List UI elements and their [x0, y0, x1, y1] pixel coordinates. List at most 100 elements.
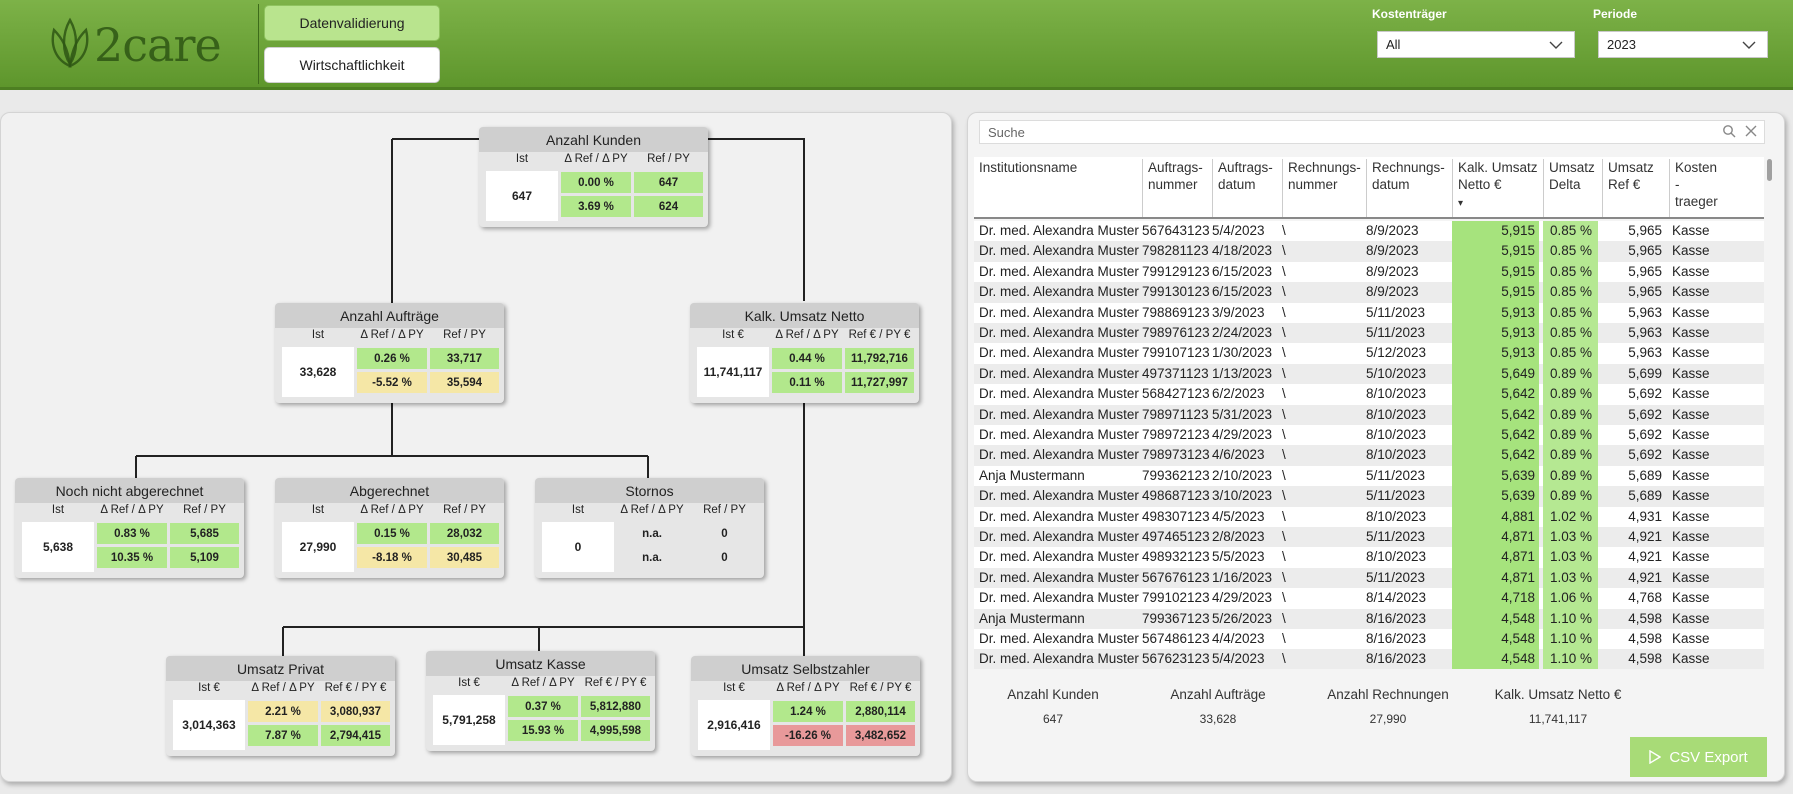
- cell-auftragsdatum: 4/29/2023: [1212, 427, 1273, 442]
- cell-umsatz-delta: 0.89 %: [1543, 486, 1598, 507]
- cell-umsatz-delta: 1.10 %: [1543, 629, 1598, 650]
- cell-kostentraeger: Kasse: [1672, 631, 1710, 646]
- cell-institution: Anja Mustermann: [979, 610, 1085, 626]
- chevron-down-icon: [1549, 41, 1563, 49]
- kpi-header-ist: Ist €: [198, 682, 220, 694]
- col-rechnungsdatum[interactable]: Rechnungs-datum: [1366, 159, 1452, 217]
- cell-auftragsdatum: 6/2/2023: [1212, 386, 1265, 402]
- table-body[interactable]: Dr. med. Alexandra Muster... 567643123 5/4…: [974, 221, 1764, 669]
- cell-auftragsnummer: 799102123: [1142, 590, 1210, 606]
- nav-wirtschaftlichkeit-button[interactable]: Wirtschaftlichkeit: [264, 47, 440, 83]
- cell-auftragsnummer: 799367123: [1142, 610, 1210, 626]
- cell-auftragsnummer: 798976123: [1142, 325, 1210, 340]
- search-input[interactable]: Suche: [979, 120, 1765, 144]
- cell-rechnungsdatum: 8/9/2023: [1366, 263, 1419, 279]
- cell-kalk-umsatz: 5,913: [1452, 323, 1539, 344]
- cell-rechnungsdatum: 8/10/2023: [1366, 427, 1427, 442]
- cell-umsatz-delta: 0.85 %: [1543, 323, 1598, 344]
- cell-rechnungsnummer: \: [1282, 508, 1286, 524]
- clear-icon[interactable]: [1744, 124, 1758, 138]
- cell-rechnungsnummer: \: [1282, 447, 1286, 463]
- kpi-title: Stornos: [535, 478, 764, 503]
- kpi-delta-ref: 1.24 %: [773, 701, 843, 722]
- kpi-ref-value: 33,717: [430, 348, 499, 369]
- kpi-header-ist: Ist €: [722, 329, 744, 341]
- table-scrollbar[interactable]: [1766, 157, 1774, 667]
- csv-export-button[interactable]: CSV Export: [1630, 737, 1767, 777]
- periode-select[interactable]: 2023: [1598, 31, 1768, 58]
- app-header: 2care Datenvalidierung Wirtschaftlichkei…: [0, 0, 1793, 90]
- col-kostentraeger[interactable]: Kosten-traeger: [1669, 159, 1724, 217]
- kpi-py-value: 30,485: [430, 547, 499, 568]
- cell-auftragsdatum: 1/16/2023: [1212, 569, 1273, 585]
- orders-table-panel: Suche Institutionsname Auftrags-nummer A…: [967, 112, 1785, 782]
- logo: 2care: [44, 14, 222, 72]
- summary-value: 11,741,117: [1528, 712, 1588, 726]
- cell-kalk-umsatz: 4,548: [1452, 629, 1539, 650]
- kpi-delta-py: -8.18 %: [357, 547, 427, 568]
- kpi-delta-ref: n.a.: [642, 527, 662, 540]
- cell-rechnungsnummer: \: [1282, 651, 1286, 667]
- cell-umsatz-ref: 5,965: [1628, 263, 1662, 279]
- kpi-header-ist: Ist €: [458, 677, 480, 689]
- kpi-header-ref: Ref € / PY €: [584, 677, 647, 689]
- kpi-delta-py: 3.69 %: [561, 196, 631, 217]
- cell-umsatz-delta: 0.85 %: [1543, 241, 1598, 262]
- col-rechnungsnummer[interactable]: Rechnungs-nummer: [1282, 159, 1366, 217]
- col-auftragsnummer[interactable]: Auftrags-nummer: [1142, 159, 1212, 217]
- cell-institution: Dr. med. Alexandra Muster...: [979, 284, 1139, 300]
- cell-auftragsnummer: 567643123: [1142, 223, 1210, 238]
- cell-institution: Dr. med. Alexandra Muster...: [979, 386, 1139, 402]
- kostentraeger-select[interactable]: All: [1377, 31, 1575, 58]
- cell-kostentraeger: Kasse: [1672, 325, 1710, 340]
- kpi-card-anzahl-kunden: Anzahl Kunden Ist Δ Ref / Δ PY Ref / PY …: [479, 127, 708, 227]
- search-icon[interactable]: [1722, 124, 1736, 138]
- cell-umsatz-ref: 5,699: [1628, 365, 1662, 381]
- search-placeholder: Suche: [988, 124, 1025, 140]
- col-institutionsname[interactable]: Institutionsname: [979, 160, 1078, 175]
- cell-auftragsnummer: 497371123: [1142, 365, 1209, 381]
- cell-kostentraeger: Kasse: [1672, 345, 1710, 361]
- cell-auftragsdatum: 5/4/2023: [1212, 651, 1265, 667]
- cell-rechnungsnummer: \: [1282, 304, 1286, 320]
- col-auftragsdatum[interactable]: Auftrags-datum: [1212, 159, 1282, 217]
- kpi-header-ist: Ist: [311, 504, 325, 516]
- kpi-header-ist: Ist €: [723, 682, 745, 694]
- cell-kostentraeger: Kasse: [1672, 447, 1710, 463]
- cell-umsatz-ref: 4,598: [1628, 631, 1662, 646]
- scroll-thumb[interactable]: [1767, 159, 1772, 181]
- kpi-header-delta: Δ Ref / Δ PY: [564, 153, 628, 165]
- nav-datenvalidierung-button[interactable]: Datenvalidierung: [264, 5, 440, 41]
- kpi-ref-value: 5,812,880: [581, 696, 650, 717]
- kpi-py-value: 35,594: [430, 372, 499, 393]
- cell-rechnungsnummer: \: [1282, 223, 1286, 238]
- kpi-delta-ref: 0.26 %: [357, 348, 427, 369]
- cell-auftragsdatum: 4/6/2023: [1212, 447, 1265, 463]
- kpi-ist-value: 5,638: [22, 522, 94, 572]
